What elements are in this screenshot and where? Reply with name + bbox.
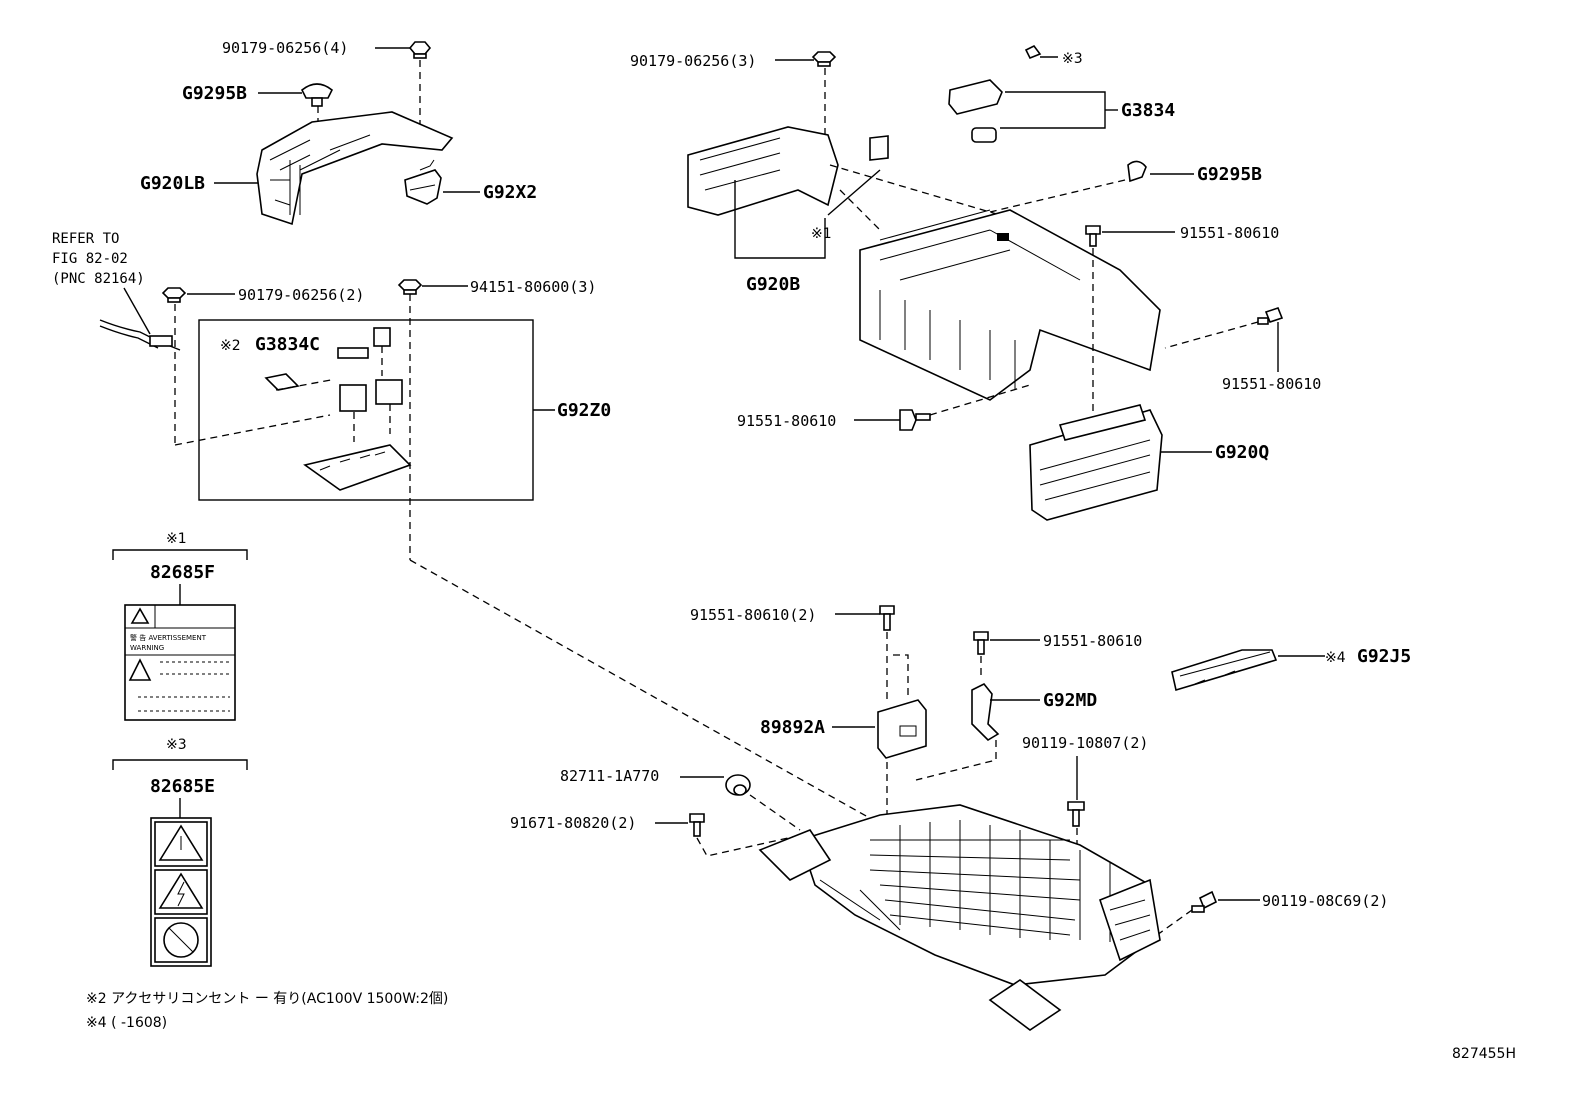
nut-icon xyxy=(161,287,187,303)
ecu-part xyxy=(877,699,927,759)
label-g920b: G920B xyxy=(746,274,800,295)
label-g3834: G3834 xyxy=(1121,100,1175,121)
label-g92z0: G92Z0 xyxy=(557,400,611,421)
bolt-icon xyxy=(1067,801,1085,827)
refer-line-3: (PNC 82164) xyxy=(52,271,145,287)
bracket-g92md-part xyxy=(971,682,1000,742)
tag-icon xyxy=(1024,44,1042,60)
refer-line-2: FIG 82-02 xyxy=(52,251,128,267)
callout-91551-80610-bottom: 91551-80610 xyxy=(1043,632,1142,650)
bolt-icon xyxy=(1257,307,1284,325)
bracket-g920q-part xyxy=(1029,404,1163,521)
callout-90179-06256-2: 90179-06256(2) xyxy=(238,286,364,304)
relay-part xyxy=(264,327,412,491)
callout-91551-80610-top: 91551-80610 xyxy=(1180,224,1279,242)
nut-icon xyxy=(397,279,423,295)
bolt-icon xyxy=(879,605,895,631)
warning-triangle-icon xyxy=(130,607,150,624)
clip-icon xyxy=(1127,160,1147,183)
nut-icon xyxy=(408,41,432,59)
bolt-icon xyxy=(899,409,931,431)
bolt-icon xyxy=(689,813,705,837)
high-voltage-icon xyxy=(158,872,204,909)
label-warning-text: 警 告 AVERTISSEMENT xyxy=(130,633,207,642)
mark-4: ※4 xyxy=(1325,650,1346,666)
label-g92j5: G92J5 xyxy=(1357,646,1411,667)
bolt-icon xyxy=(973,631,989,655)
label-g9295b-left: G9295B xyxy=(182,83,247,104)
upper-cover-part xyxy=(256,111,454,226)
label-g9295b-right: G9295B xyxy=(1197,164,1262,185)
warning-label-82685f: 警 告 AVERTISSEMENT WARNING xyxy=(124,604,236,721)
wire-harness-icon xyxy=(99,319,181,351)
mark-1-center: ※1 xyxy=(811,226,832,242)
battery-cover-part xyxy=(859,209,1161,401)
sensor-part xyxy=(948,79,1003,143)
label-g920q: G920Q xyxy=(1215,442,1269,463)
note-2: ※2 アクセサリコンセント ー 有り(AC100V 1500W:2個) xyxy=(86,991,448,1007)
label-82685e: 82685E xyxy=(150,776,215,797)
callout-82711-1a770: 82711-1A770 xyxy=(560,767,659,785)
bolt-icon xyxy=(1085,225,1101,247)
label-89892a: 89892A xyxy=(760,717,825,738)
note-4: ※4 ( -1608) xyxy=(86,1015,167,1031)
callout-90119-10807-2: 90119-10807(2) xyxy=(1022,734,1148,752)
label-g92md: G92MD xyxy=(1043,690,1097,711)
label-g3834c: G3834C xyxy=(255,334,320,355)
battery-pack-part xyxy=(758,804,1161,1031)
callout-91671-80820-2: 91671-80820(2) xyxy=(510,814,636,832)
label-warning-text-2: WARNING xyxy=(130,644,164,652)
label-g92x2: G92X2 xyxy=(483,182,537,203)
refer-line-1: REFER TO xyxy=(52,231,119,247)
grommet-icon xyxy=(725,774,751,796)
callout-94151-80600-3: 94151-80600(3) xyxy=(470,278,596,296)
bolt-icon xyxy=(1191,890,1218,913)
mark-3-top: ※3 xyxy=(1062,51,1083,67)
callout-91551-80610-mid: 91551-80610 xyxy=(737,412,836,430)
callout-90179-06256-3: 90179-06256(3) xyxy=(630,52,756,70)
mark-2-box: ※2 xyxy=(220,338,241,354)
bracket-g920b-part xyxy=(687,126,889,216)
warning-label-82685e xyxy=(150,817,212,967)
mark-3-label: ※3 xyxy=(166,737,187,753)
label-82685f: 82685F xyxy=(150,562,215,583)
callout-90119-08c69-2: 90119-08C69(2) xyxy=(1262,892,1388,910)
figure-id: 827455H xyxy=(1452,1046,1516,1062)
clip-icon xyxy=(300,83,334,107)
bracket-g92j5-part xyxy=(1171,649,1278,692)
callout-91551-80610-2: 91551-80610(2) xyxy=(690,606,816,624)
mark-1-top: ※1 xyxy=(166,531,187,547)
callout-91551-80610-right: 91551-80610 xyxy=(1222,375,1321,393)
label-g920lb: G920LB xyxy=(140,173,205,194)
callout-90179-06256-4: 90179-06256(4) xyxy=(222,39,348,57)
nut-icon xyxy=(811,51,837,67)
bracket-part xyxy=(404,159,442,205)
